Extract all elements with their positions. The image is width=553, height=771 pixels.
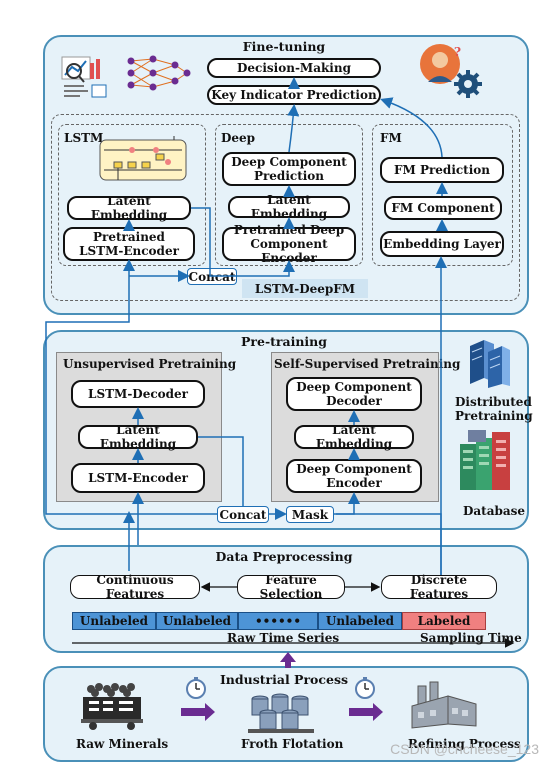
lstm-latent-embedding-node: Latent Embedding: [67, 194, 191, 222]
timer-icon-1: [184, 676, 208, 700]
selfsupervised-title: Self-Supervised Pretraining: [274, 357, 461, 371]
raw-time-series-label: Raw Time Series: [227, 631, 340, 645]
unsupervised-title: Unsupervised Pretraining: [63, 357, 237, 371]
feature-selection-node: Feature Selection: [237, 573, 345, 601]
time-segment-2: Unlabeled: [156, 612, 238, 630]
lstm-deepfm-label: LSTM-DeepFM: [242, 279, 368, 298]
flotation-cells-icon: [246, 689, 316, 735]
decoder-line1: Deep Component: [296, 380, 412, 394]
time-segment-labeled: Labeled: [402, 612, 486, 630]
chart-analytics-icon: [60, 53, 110, 101]
froth-flotation-label: Froth Flotation: [241, 737, 344, 751]
deep-pred-line2: Prediction: [253, 169, 325, 183]
refinery-icon: [408, 680, 480, 732]
raw-minerals-label: Raw Minerals: [76, 737, 169, 751]
embedding-layer-node: Embedding Layer: [380, 231, 504, 257]
continuous-features-node: Continuous Features: [70, 573, 200, 601]
pretrain-concat-box: Concat: [217, 506, 269, 523]
fm-section-title: FM: [380, 131, 402, 145]
preprocessing-panel: [43, 545, 529, 653]
deep-section-title: Deep: [221, 131, 256, 145]
refining-process-label: Refining Process: [408, 737, 521, 751]
thinking-person-gear-icon: ?: [416, 40, 486, 100]
lstm-section-title: LSTM: [64, 131, 104, 145]
selfsup-encoder-line2: Encoder: [326, 476, 382, 490]
lstm-decoder-node: LSTM-Decoder: [71, 380, 205, 408]
watermark: CSDN @chcheese_123: [390, 741, 539, 757]
time-segment-4: Unlabeled: [318, 612, 402, 630]
encoder-line2: LSTM-Encoder: [79, 244, 179, 258]
server-icon: [462, 338, 514, 388]
distributed-line2: Pretraining: [455, 409, 533, 423]
deep-pred-line1: Deep Component: [231, 155, 347, 169]
decoder-line2: Decoder: [326, 394, 382, 408]
deep-encoder-line2: Component Encoder: [250, 237, 328, 265]
encoder-line1: Pretrained: [93, 230, 165, 244]
selfsup-latent-embedding-node: Latent Embedding: [294, 423, 414, 451]
sampling-time-label: Sampling Time: [420, 631, 522, 645]
lstm-deepfm-container: [51, 114, 520, 301]
distributed-line1: Distributed: [455, 395, 532, 409]
time-segment-1: Unlabeled: [72, 612, 156, 630]
finetuning-title: Fine-tuning: [242, 39, 326, 54]
timer-icon-2: [353, 676, 377, 700]
database-label: Database: [463, 504, 526, 518]
selfsup-encoder-line1: Deep Component: [296, 462, 412, 476]
lstm-cell-icon: [98, 136, 188, 186]
svg-text:?: ?: [454, 45, 461, 59]
mask-box: Mask: [286, 506, 334, 523]
raw-minerals-icon: [79, 681, 145, 731]
preprocessing-title: Data Preprocessing: [215, 549, 353, 564]
time-segment-3: ••••••: [238, 612, 318, 630]
neural-network-icon: [123, 53, 191, 93]
deep-encoder-line1: Pretrained Deep: [233, 223, 345, 237]
discrete-features-node: Discrete Features: [381, 573, 497, 601]
industrial-title: Industrial Process: [219, 672, 349, 687]
pretraining-title: Pre-training: [241, 334, 327, 349]
database-icon: [456, 428, 518, 494]
